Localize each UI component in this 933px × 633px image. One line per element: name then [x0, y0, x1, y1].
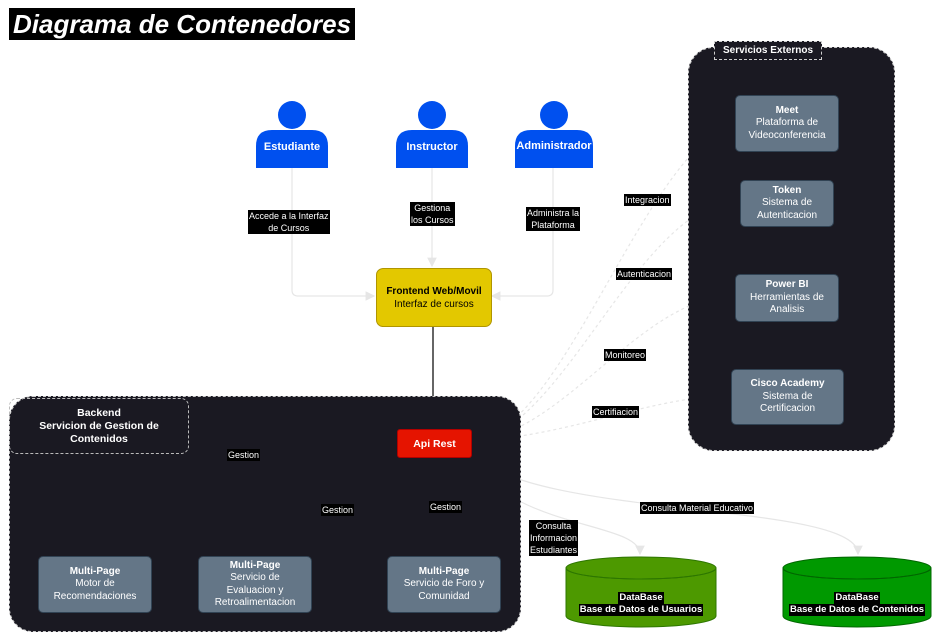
edge-label-gestion: Gestion	[429, 501, 463, 513]
service-desc: Plataforma de	[755, 117, 819, 129]
edge-label-line: Gestiona	[414, 203, 451, 213]
service-cisco-academy[interactable]: Cisco Academy Sistema de Certificacion	[731, 369, 844, 425]
service-desc: Sistema de	[762, 390, 813, 402]
service-name: Cisco Academy	[750, 378, 825, 390]
module-line: Multi-Page	[69, 565, 121, 577]
module-line: Multi-Page	[418, 565, 470, 577]
database-label-line: Base de Datos de Contenidos	[788, 604, 926, 616]
database-label-line: Base de Datos de Usuarios	[578, 604, 704, 616]
module-line: Comunidad	[418, 590, 470, 602]
service-desc: Sistema de	[761, 197, 813, 209]
edge-api-powerbi	[469, 291, 735, 441]
service-name: Power BI	[765, 279, 809, 291]
database-contenidos[interactable]: DataBase Base de Datos de Contenidos	[782, 556, 932, 628]
service-desc: Certificacion	[759, 403, 816, 415]
edge-label-administrador: Administra la Plataforma	[526, 207, 581, 231]
edge-administrador-frontend	[490, 168, 554, 301]
backend-label-line: Backend	[77, 406, 121, 419]
database-label-line: DataBase	[834, 592, 880, 604]
edge-label-line: Estudiantes	[530, 545, 578, 555]
edge-label-line: Plataforma	[531, 220, 575, 230]
database-label-line: DataBase	[618, 592, 664, 604]
actor-estudiante[interactable]: Estudiante	[254, 100, 330, 168]
edge-label-certifiacion: Certifiacion	[592, 406, 640, 418]
edge-label-monitoreo: Monitoreo	[604, 349, 647, 361]
edge-label-gestion: Gestion	[227, 449, 261, 461]
edge-estudiante-frontend	[291, 168, 376, 301]
module-line: Recomendaciones	[53, 590, 137, 602]
edge-label-gestion: Gestion	[321, 504, 355, 516]
module-line: Motor de	[75, 578, 115, 590]
person-icon	[396, 101, 468, 168]
edge-label-consulta-usuarios: Consulta Informacion Estudiantes	[529, 520, 579, 556]
backend-label-line: Servicion de Gestion de	[39, 419, 159, 432]
actor-label: Estudiante	[263, 141, 321, 153]
diagram-title: Diagrama de Contenedores	[9, 8, 356, 40]
service-meet[interactable]: Meet Plataforma de Videoconferencia	[735, 95, 839, 152]
module-line: Retroalimentacion	[214, 597, 296, 608]
edge-label-consulta-contenidos: Consulta Material Educativo	[640, 502, 755, 514]
actor-administrador[interactable]: Administrador	[513, 100, 595, 168]
module-line: Servicio de Foro y	[403, 578, 485, 590]
service-power-bi[interactable]: Power BI Herramientas de Analisis	[735, 274, 839, 322]
module-foro[interactable]: Multi-Page Servicio de Foro y Comunidad	[387, 556, 501, 613]
edge-label-line: los Cursos	[411, 215, 454, 225]
edge-label-line: Informacion	[530, 533, 578, 543]
backend-label-line: Contenidos	[70, 432, 128, 445]
edge-label-estudiante: Accede a la Interfaz de Cursos	[248, 210, 330, 234]
service-desc: Videoconferencia	[748, 129, 826, 141]
service-name: Token	[772, 184, 802, 196]
person-icon	[256, 101, 328, 168]
module-line: Servicio de	[230, 572, 280, 583]
module-line: Evaluacion y	[226, 584, 284, 596]
edge-label-line: Consulta	[535, 521, 572, 531]
service-name: Meet	[775, 104, 799, 116]
external-services-label: Servicios Externos	[714, 41, 823, 60]
module-line: Multi-Page	[229, 559, 281, 571]
module-evaluacion[interactable]: Multi-Page Servicio de Evaluacion y Retr…	[198, 556, 312, 613]
actor-instructor[interactable]: Instructor	[394, 100, 470, 168]
actor-label: Administrador	[516, 140, 592, 152]
service-desc: Analisis	[769, 304, 805, 316]
module-recomendaciones[interactable]: Multi-Page Motor de Recomendaciones	[38, 556, 152, 613]
frontend-container[interactable]: Frontend Web/Movil Interfaz de cursos	[376, 268, 492, 327]
database-usuarios[interactable]: DataBase Base de Datos de Usuarios	[565, 556, 717, 628]
edge-label-line: Administra la	[527, 208, 580, 218]
database-label: DataBase Base de Datos de Contenidos	[782, 592, 932, 616]
database-label: DataBase Base de Datos de Usuarios	[565, 592, 717, 616]
actor-label: Instructor	[406, 141, 458, 153]
person-icon	[515, 101, 593, 168]
service-desc: Herramientas de	[750, 291, 824, 303]
edge-label-integracion: Integracion	[624, 194, 671, 206]
edge-label-autenticacion: Autenticacion	[616, 268, 673, 280]
frontend-desc: Interfaz de cursos	[394, 298, 474, 310]
service-token[interactable]: Token Sistema de Autenticacion	[740, 180, 834, 227]
edge-label-line: de Cursos	[268, 223, 310, 233]
backend-label: Backend Servicion de Gestion de Contenid…	[9, 398, 189, 454]
api-rest-node[interactable]: Api Rest	[397, 429, 472, 458]
service-desc: Autenticacion	[756, 209, 818, 221]
edge-label-line: Accede a la Interfaz	[249, 211, 329, 221]
edge-label-instructor: Gestiona los Cursos	[410, 202, 455, 226]
frontend-name: Frontend Web/Movil	[386, 285, 482, 297]
